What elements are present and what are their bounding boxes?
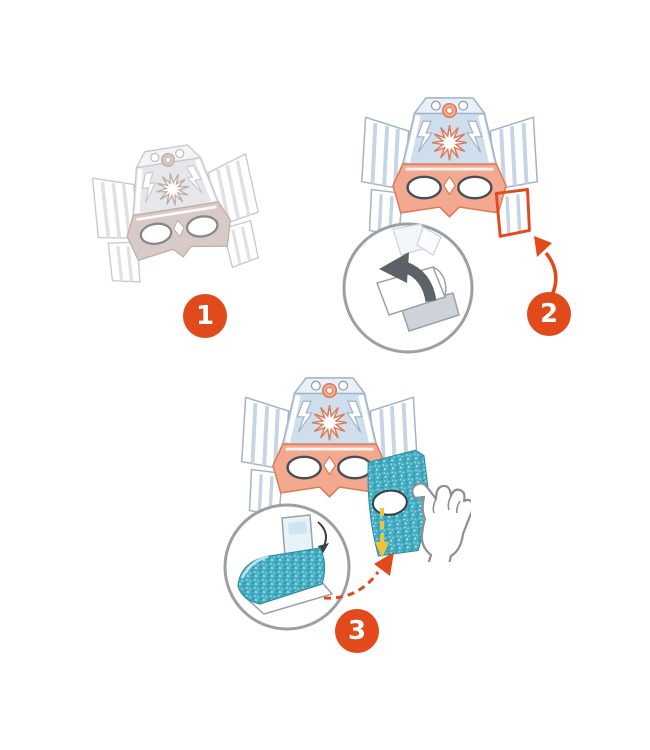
step-1-mask-faded <box>76 129 279 317</box>
step-3-badge: 3 <box>335 609 379 653</box>
highlighted-flap-outline <box>494 188 531 238</box>
peel-arrow-icon <box>402 261 437 303</box>
step-2-mask <box>352 92 547 268</box>
step-2-pointer-arrow-icon <box>534 236 558 296</box>
fold-over-arrow-icon <box>317 521 327 547</box>
peel-backing-inset <box>342 222 474 354</box>
step-3-pointer-arrow-icon <box>323 552 394 600</box>
press-down-arrow-icon <box>375 508 389 558</box>
step-2-badge: 2 <box>527 292 571 336</box>
pressing-hand-icon <box>411 482 471 562</box>
glitter-sheet <box>237 547 326 605</box>
apply-glitter-inset <box>223 503 351 631</box>
step-1-badge: 1 <box>183 294 227 338</box>
